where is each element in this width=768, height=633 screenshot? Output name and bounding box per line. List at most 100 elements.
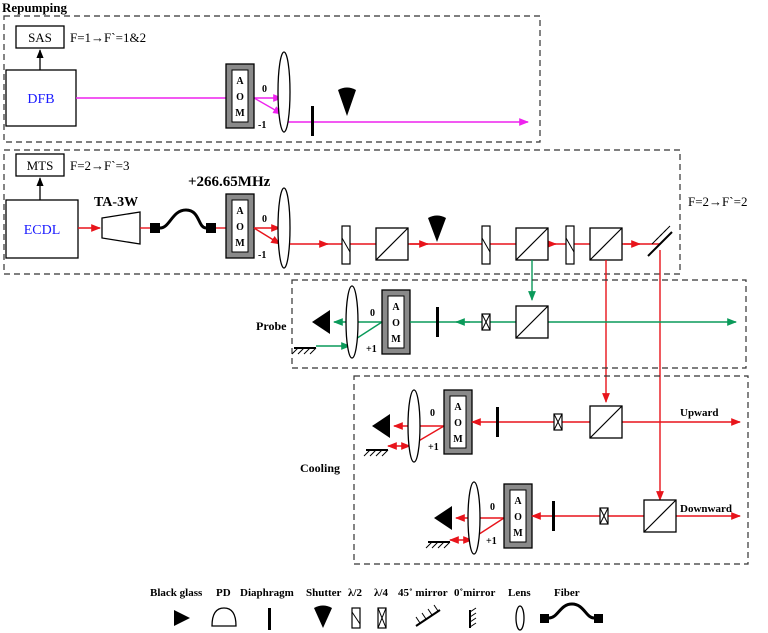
upward-label: Upward: [680, 407, 719, 419]
svg-text:A: A: [236, 76, 244, 87]
legend-mirror45-icon: [415, 604, 441, 627]
repump-order-m1: -1: [258, 120, 266, 131]
svg-text:O: O: [392, 318, 400, 329]
downward-order-0: 0: [490, 502, 495, 513]
pbs-2: [515, 227, 549, 261]
repump-order-0: 0: [262, 84, 267, 95]
aom-main: A O M: [225, 193, 255, 259]
dfb-box: [5, 69, 77, 127]
cooling-lens: [407, 389, 421, 463]
downward-diaphragm: [552, 501, 555, 531]
probe-pbs: [515, 305, 549, 339]
legend-mirror0-label: 0˚mirror: [454, 587, 495, 599]
downward-order-p1: +1: [486, 536, 497, 547]
tapered-amplifier: [101, 211, 141, 245]
legend-fiber-label: Fiber: [554, 587, 580, 599]
downward-pbs: [643, 499, 677, 533]
svg-text:O: O: [236, 222, 244, 233]
mirror-45-main: [647, 225, 673, 257]
main-order-m1: -1: [258, 250, 266, 261]
legend-diaphragm-icon: [268, 608, 271, 630]
svg-text:O: O: [514, 512, 522, 523]
cooling-label: Cooling: [300, 461, 340, 475]
legend-fiber-icon: [540, 602, 603, 623]
cooling-mirror-0: [363, 449, 389, 457]
legend-black-glass-icon: [174, 610, 190, 626]
aom-probe: A O M: [381, 289, 411, 355]
svg-text:O: O: [236, 92, 244, 103]
probe-label: Probe: [256, 319, 287, 333]
probe-lens: [345, 285, 359, 359]
legend-half-wave-icon: [351, 607, 361, 629]
downward-mirror-0: [425, 541, 451, 549]
mts-box: [15, 153, 65, 177]
legend: Black glass PD Diaphragm Shutter λ/2 λ/4…: [150, 587, 603, 631]
mts-label: MTS: [27, 158, 54, 173]
sas-box: [15, 25, 65, 49]
svg-text:A: A: [514, 496, 522, 507]
half-wave-plate-2: [481, 225, 491, 265]
cooling-quarter-wave: [553, 413, 563, 431]
repump-beam-orderm1: [253, 97, 283, 115]
probe-diaphragm: [436, 307, 439, 337]
probe-mirror-0: [291, 347, 317, 355]
repump-lens: [277, 51, 291, 133]
main-order-0: 0: [262, 214, 267, 225]
legend-shutter-icon: [314, 605, 332, 628]
pbs-1: [375, 227, 409, 261]
svg-text:O: O: [454, 418, 462, 429]
downward-quarter-wave: [599, 507, 609, 525]
legend-pd-label: PD: [216, 587, 231, 599]
repump-diaphragm: [311, 106, 314, 136]
mts-transition: F=2→F`=3: [70, 158, 129, 173]
fiber: [150, 208, 216, 233]
cooling-diaphragm: [496, 407, 499, 437]
ecdl-label: ECDL: [24, 223, 61, 238]
svg-text:M: M: [235, 238, 245, 249]
repumping-box: [3, 15, 541, 143]
cooling-box: [353, 375, 749, 565]
probe-order-p1: +1: [366, 344, 377, 355]
diagram-title: Repumping: [2, 0, 68, 15]
main-beam-orderm1: [253, 227, 281, 245]
legend-quarter-wave-label: λ/4: [374, 587, 388, 599]
downward-lens: [467, 481, 481, 555]
legend-diaphragm-label: Diaphragm: [240, 587, 294, 599]
sas-transition: F=1→F`=1&2: [70, 30, 146, 45]
sas-label: SAS: [28, 30, 52, 45]
downward-label: Downward: [680, 503, 732, 515]
half-wave-plate-1: [341, 225, 351, 265]
svg-text:M: M: [513, 528, 523, 539]
pbs-3: [589, 227, 623, 261]
ecdl-box: [5, 199, 79, 259]
main-shutter: [428, 215, 446, 242]
legend-pd-icon: [211, 607, 237, 627]
half-wave-plate-3: [565, 225, 575, 265]
aom-frequency-label: +266.65MHz: [188, 174, 271, 190]
right-transition-label: F=2→F`=2: [688, 194, 747, 209]
svg-text:A: A: [454, 402, 462, 413]
legend-lens-label: Lens: [508, 587, 531, 599]
legend-mirror0-icon: [469, 607, 477, 628]
probe-order-0: 0: [370, 308, 375, 319]
svg-text:M: M: [235, 108, 245, 119]
probe-box: [291, 279, 747, 369]
svg-text:A: A: [392, 302, 400, 313]
legend-half-wave-label: λ/2: [348, 587, 362, 599]
legend-mirror45-label: 45˚ mirror: [398, 587, 448, 599]
cooling-black-glass: [372, 414, 390, 438]
legend-quarter-wave-icon: [377, 607, 387, 629]
legend-shutter-label: Shutter: [306, 587, 342, 599]
aom-cooling: A O M: [443, 389, 473, 455]
repump-shutter: [338, 87, 356, 116]
main-lens: [277, 187, 291, 269]
probe-black-glass: [312, 310, 330, 334]
svg-text:A: A: [236, 206, 244, 217]
aom-repump: A O M: [225, 63, 255, 129]
cooling-pbs: [589, 405, 623, 439]
probe-quarter-wave: [481, 313, 491, 331]
dfb-label: DFB: [27, 92, 54, 107]
svg-text:M: M: [391, 334, 401, 345]
cooling-order-0: 0: [430, 408, 435, 419]
